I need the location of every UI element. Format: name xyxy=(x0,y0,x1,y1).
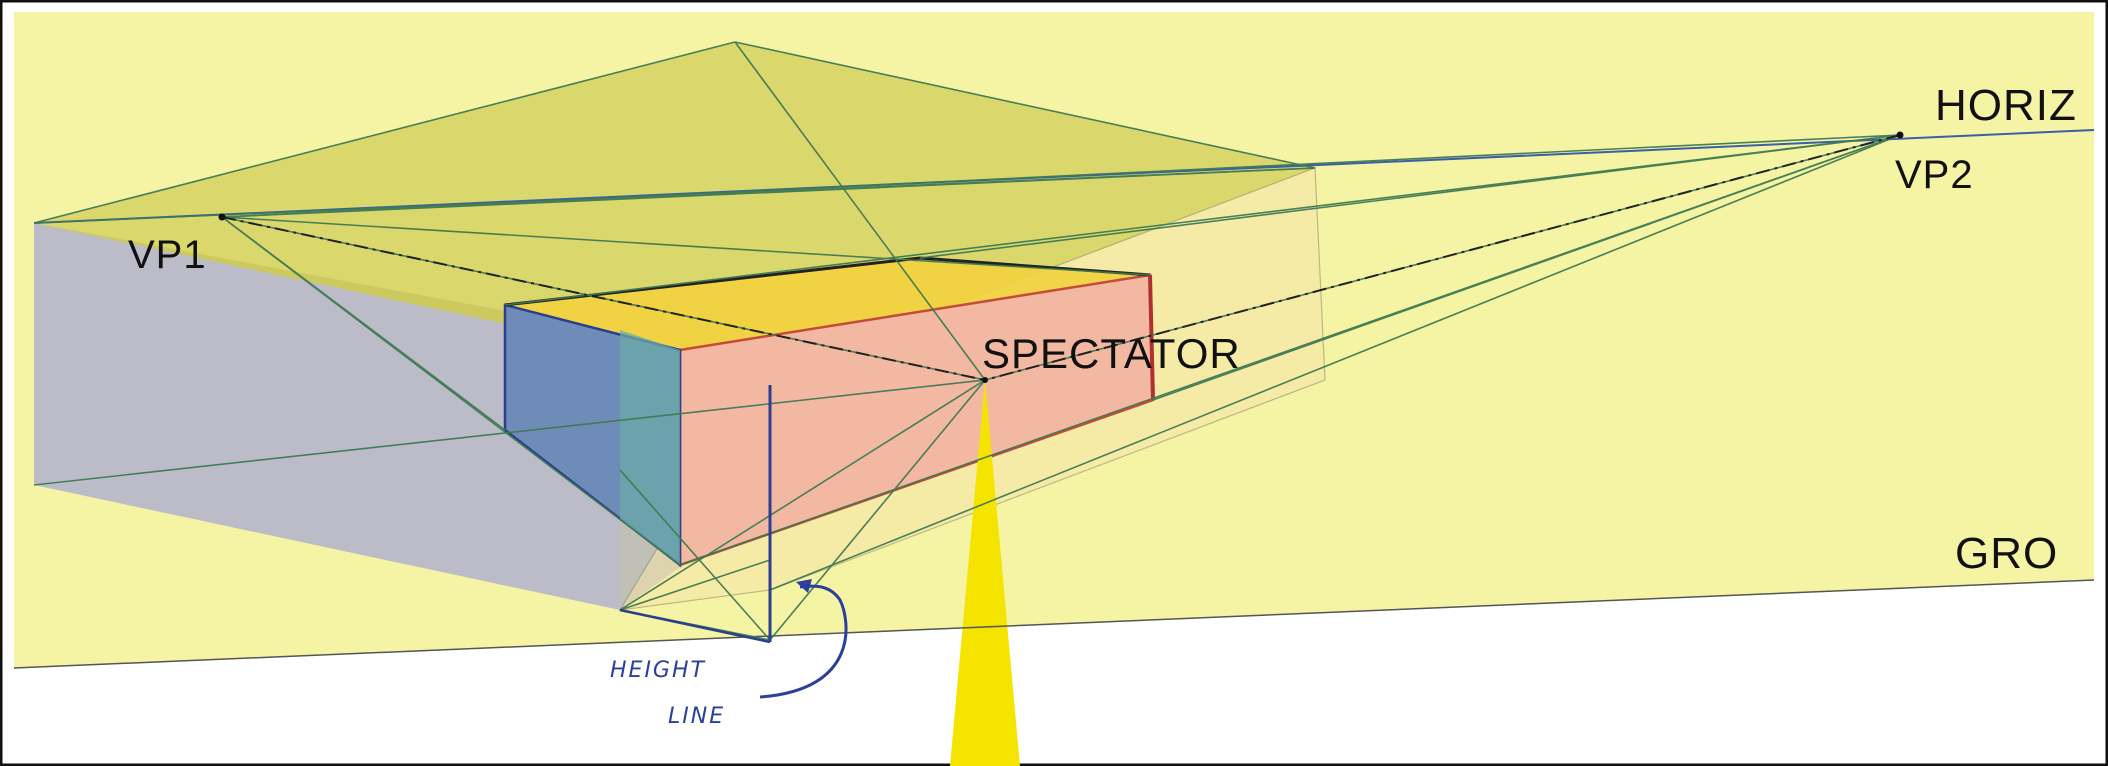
height-line-arrow xyxy=(759,584,848,699)
vp2-marker xyxy=(1896,131,1904,139)
height-line-label-2: LINE xyxy=(668,704,725,729)
box-front-edge-right xyxy=(1148,274,1155,401)
spectator-label: SPECTATOR xyxy=(982,330,1241,377)
vp1-label: VP1 xyxy=(128,233,207,277)
ground-line xyxy=(13,579,2095,669)
sight-lines xyxy=(221,134,1901,381)
shadow-wall xyxy=(34,223,620,610)
height-line-base xyxy=(619,608,771,644)
horizon-label: HORIZ xyxy=(1935,81,2077,130)
vp2-label: VP2 xyxy=(1895,153,1974,197)
ground-plane xyxy=(14,580,2094,762)
arrow-head-icon xyxy=(796,579,812,593)
vp1-marker xyxy=(218,213,226,221)
height-line-label-1: HEIGHT xyxy=(610,658,706,683)
ground-label: GRO xyxy=(1955,529,2058,578)
box-top xyxy=(505,258,1150,350)
spectator-marker xyxy=(982,377,988,383)
roof-plane xyxy=(34,42,1315,378)
box-side-highlight xyxy=(620,330,680,565)
spectator-ray xyxy=(950,380,1020,766)
